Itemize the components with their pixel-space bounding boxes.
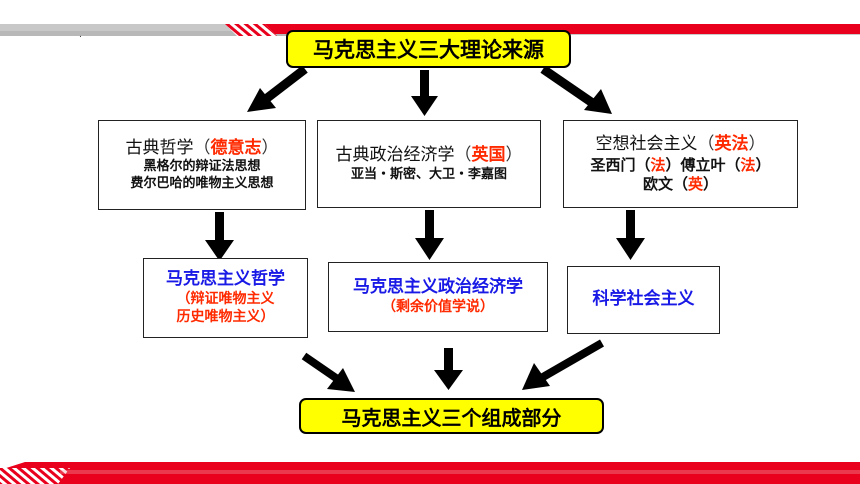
person-name: 傅立叶 xyxy=(680,155,726,174)
source-box-philosophy: 古典哲学（德意志） 黑格尔的辩证法思想 费尔巴哈的唯物主义思想 xyxy=(98,120,306,210)
person-country: 英 xyxy=(688,174,704,193)
component-box-socialism: 科学社会主义 xyxy=(567,266,720,334)
arrow-philosophy-to-component xyxy=(205,212,234,261)
source-title: 古典哲学（德意志） xyxy=(125,137,279,158)
component-name: 科学社会主义 xyxy=(592,289,695,310)
source-title: 古典政治经济学（英国） xyxy=(335,144,523,165)
source-box-economics: 古典政治经济学（英国） 亚当・斯密、大卫・李嘉图 xyxy=(317,120,541,208)
arrow-middle-to-footer xyxy=(434,348,463,390)
component-name: 马克思主义哲学 xyxy=(166,269,285,290)
component-sub: 历史唯物主义） xyxy=(176,308,275,325)
arrow-socialism-to-component xyxy=(616,210,645,260)
source-detail: 费尔巴哈的唯物主义思想 xyxy=(130,175,274,191)
arrow-title-to-economics xyxy=(411,70,438,116)
source-people-row: 圣西门（法）傅立叶（法） xyxy=(590,155,771,174)
title-box: 马克思主义三大理论来源 xyxy=(286,30,571,68)
source-name: 古典政治经济学 xyxy=(335,144,455,165)
arrow-title-to-philosophy xyxy=(247,65,308,112)
source-origin: 英法 xyxy=(714,133,749,154)
arrow-left-to-footer xyxy=(301,352,355,392)
component-name: 马克思主义政治经济学 xyxy=(353,277,523,298)
source-name: 空想社会主义 xyxy=(595,133,698,154)
page-title: 马克思主义三大理论来源 xyxy=(313,38,544,62)
arrow-right-to-footer xyxy=(522,339,604,390)
source-title: 空想社会主义（英法） xyxy=(595,133,766,154)
stray-dot: . xyxy=(79,30,82,40)
footer-band xyxy=(0,462,860,484)
component-box-economics: 马克思主义政治经济学 （剩余价值学说） xyxy=(328,262,548,332)
source-detail: 黑格尔的辩证法思想 xyxy=(143,159,261,175)
component-box-philosophy: 马克思主义哲学 （辩证唯物主义 历史唯物主义） xyxy=(143,258,308,338)
source-detail: 亚当・斯密、大卫・李嘉图 xyxy=(350,166,507,182)
arrow-title-to-socialism xyxy=(540,65,612,114)
arrow-economics-to-component xyxy=(415,210,444,260)
footer-box: 马克思主义三个组成部分 xyxy=(299,398,604,434)
source-origin: 德意志 xyxy=(210,137,262,158)
source-people-row: 欧文（英） xyxy=(642,174,719,193)
person-country: 法 xyxy=(650,155,666,174)
footer-title: 马克思主义三个组成部分 xyxy=(341,405,562,430)
source-name: 古典哲学 xyxy=(125,137,194,158)
person-name: 圣西门 xyxy=(590,155,636,174)
person-name: 欧文 xyxy=(642,174,673,193)
component-sub: （剩余价值学说） xyxy=(382,298,494,315)
component-sub: （辩证唯物主义 xyxy=(176,290,275,307)
source-origin: 英国 xyxy=(471,144,506,165)
person-country: 法 xyxy=(740,155,756,174)
source-box-socialism: 空想社会主义（英法） 圣西门（法）傅立叶（法） 欧文（英） xyxy=(563,120,798,208)
